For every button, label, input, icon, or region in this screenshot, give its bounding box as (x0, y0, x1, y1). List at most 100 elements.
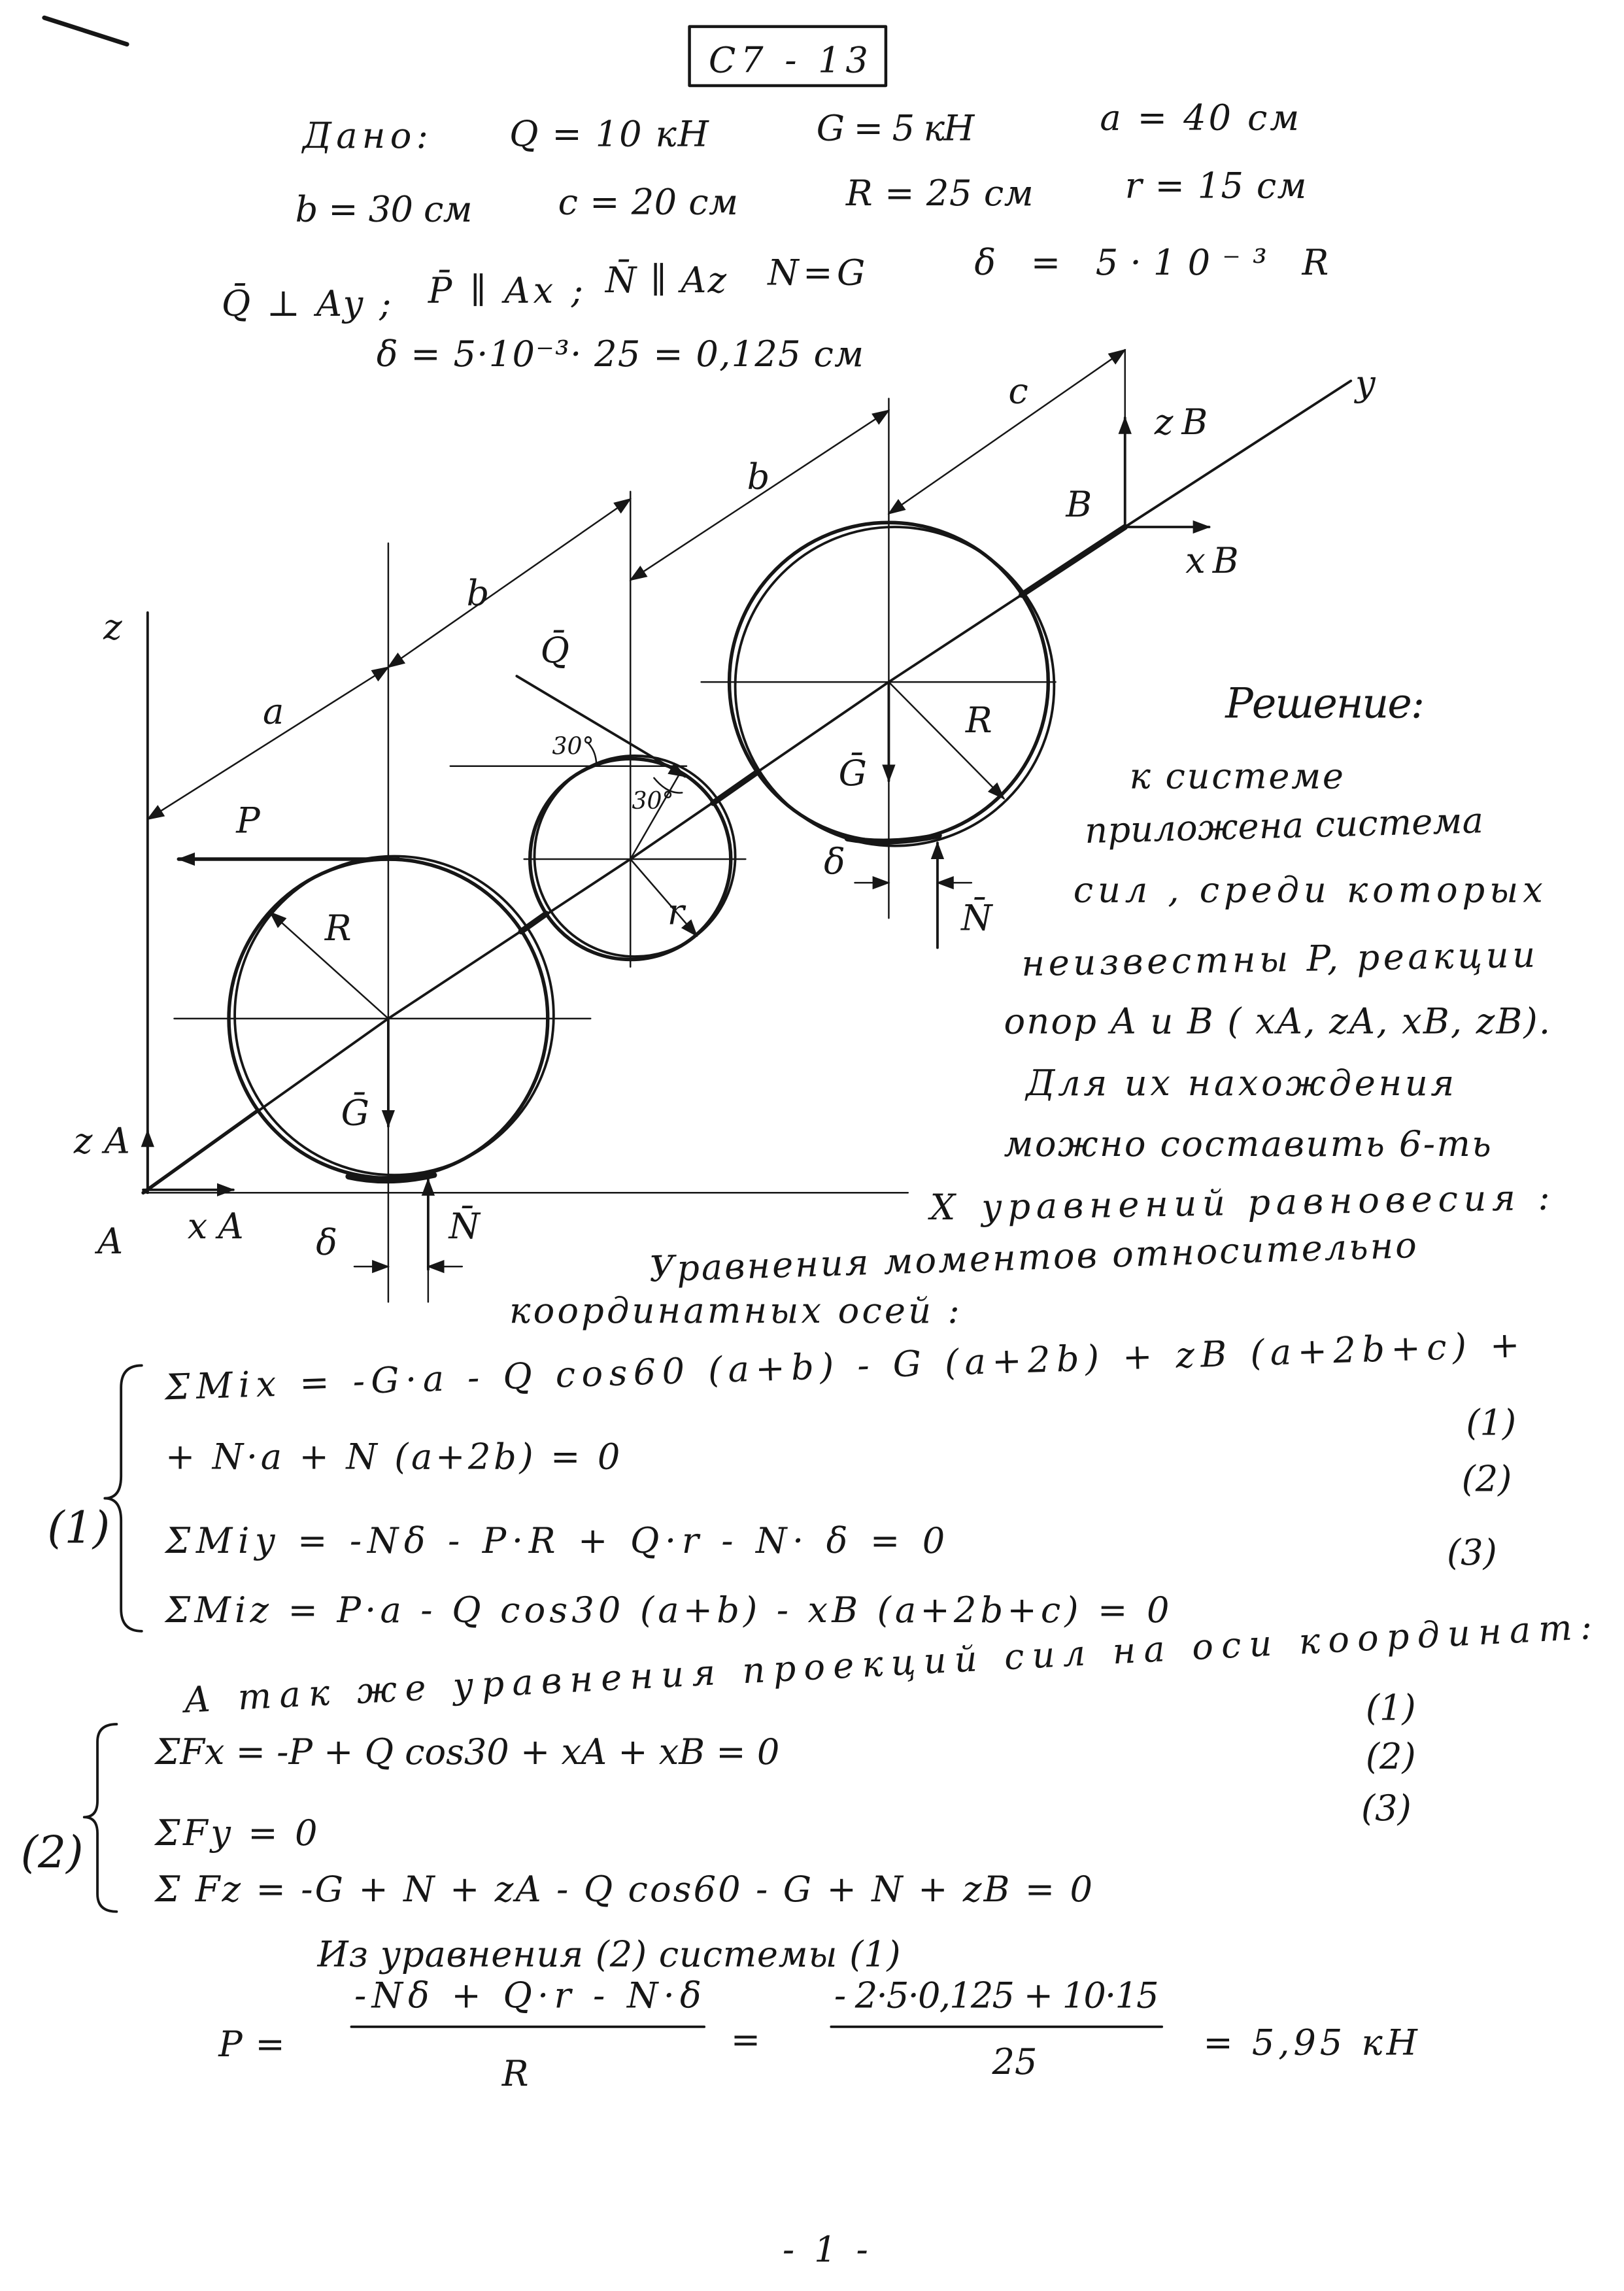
force-n-right-label: N̄ (960, 897, 993, 939)
force-q-arrow (515, 675, 686, 778)
point-b-label: B (1065, 484, 1092, 525)
moments-section: Уравнения моментов относительно координа… (47, 1225, 1520, 1633)
moment-eq-y: ΣMiy = -Nδ - P·R + Q·r - N· δ = 0 (164, 1520, 945, 1561)
force-g-right-label: Ḡ (839, 752, 867, 794)
intro-line-7: можно составить 6-ть (1004, 1123, 1491, 1164)
intro-line-3: сил , среди которых (1074, 869, 1543, 910)
wheel-middle-tangent-radius (630, 771, 682, 860)
wheel-left-contact (345, 1172, 437, 1184)
intro-line-4: неизвестны P, реакции (1021, 934, 1536, 985)
given-a: a = 40 см (1100, 97, 1299, 139)
moment-eq-z: ΣMiz = P·a - Q cos30 (a+b) - xB (a+2b+c)… (164, 1589, 1170, 1631)
result-numerator-1: -Nδ + Q·r - N·δ (354, 1975, 702, 2016)
wheel-right-radius (888, 681, 1006, 800)
wheel-left-radius-label: R (324, 908, 352, 949)
intro-line-2: приложена система (1084, 800, 1483, 851)
corner-mark (42, 15, 129, 47)
intro-line-8: уравнений равновесия : (979, 1177, 1550, 1228)
given-q: Q = 10 кН (509, 114, 710, 155)
offset-left-label: δ (316, 1222, 337, 1263)
projection-eq-y: ΣFy = 0 (154, 1812, 317, 1854)
shaft-segment-a (141, 1108, 260, 1195)
problem-id-box (688, 25, 888, 88)
page-number: -1- (783, 2229, 868, 2270)
dimension-a (146, 666, 390, 821)
system1-brace (103, 1364, 143, 1633)
force-n-left-label: N̄ (447, 1205, 481, 1247)
intro-line-6: Для их нахождения (1024, 1062, 1454, 1104)
system2-number-3: (3) (1361, 1788, 1412, 1829)
given-p-direction: P̄ ∥ Ax ; (428, 269, 583, 311)
solution-intro: Решение: к системе приложена система сил… (979, 679, 1550, 1228)
result-lhs: P = (218, 2024, 285, 2065)
given-big-r: R = 25 см (845, 173, 1034, 214)
intro-line-5: опор A и B ( xA, zA, xB, zB). (1004, 1000, 1551, 1042)
given-delta: δ = 5·10⁻³ R (974, 242, 1328, 283)
offset-right-label: δ (824, 841, 845, 883)
wheel-right-outline (734, 526, 1056, 847)
dimension-b2-label: b (747, 456, 770, 497)
intro-line-1: к системе (1130, 756, 1344, 797)
reaction-xa-label: xA (188, 1206, 244, 1247)
moment-eq-x: ΣMix = -G·a - Q cos60 (a+b) - G (a+2b) +… (163, 1324, 1520, 1408)
moment-eq-x-cont: + N·a + N (a+2b) = 0 (165, 1436, 620, 1477)
given-n-equals-g: N = G (766, 252, 865, 294)
system2-number-1: (1) (1366, 1687, 1416, 1728)
result-value: = 5,95 кН (1203, 2022, 1418, 2063)
result-section: Из уравнения (2) системы (1) P = -Nδ + Q… (218, 1933, 1418, 2094)
dimension-b1-label: b (467, 573, 490, 614)
dimension-b2 (629, 409, 890, 581)
moments-heading-2: координатных осей : (509, 1290, 960, 1331)
given-q-direction: Q̄ ⊥ Ay ; (222, 282, 392, 324)
given-delta-value: δ = 5·10⁻³· 25 = 0,125 см (377, 333, 864, 375)
system1-label: (1) (47, 1501, 110, 1553)
projection-eq-x: ΣFx = -P + Q cos30 + xA + xB = 0 (154, 1731, 779, 1773)
reaction-za-label: zA (73, 1120, 130, 1161)
moments-heading-1: Уравнения моментов относительно (649, 1225, 1417, 1290)
given-g: G = 5 кН (817, 107, 975, 148)
dimension-b1 (387, 498, 632, 668)
point-a-label: A (94, 1221, 123, 1262)
result-numerator-2: - 2·5·0,125 + 10·15 (834, 1975, 1159, 2016)
solution-heading: Решение: (1225, 679, 1425, 727)
given-n-direction: N̄ ∥ Az (604, 259, 727, 301)
from-equation-note: Из уравнения (2) системы (1) (317, 1933, 901, 1975)
shaft-segment-1 (518, 911, 550, 935)
system1-number-2: (2) (1462, 1458, 1512, 1499)
shaft-segment-b (1019, 524, 1128, 598)
result-denominator-1: R (501, 2053, 529, 2094)
wheel-left-outline (233, 855, 555, 1177)
reaction-xb-label: xB (1185, 540, 1238, 581)
given-b: b = 30 см (296, 189, 473, 230)
force-p-label: P (235, 800, 261, 841)
angle-arc-1 (586, 741, 598, 768)
given-c: c = 20 см (558, 181, 738, 222)
dimension-a-label: a (263, 690, 284, 732)
y-axis-label: y (1353, 363, 1376, 404)
wheel-left-radius (269, 911, 390, 1020)
force-q-label: Q̄ (540, 630, 569, 671)
projection-eq-z: Σ Fz = -G + N + zA - Q cos60 - G + N + z… (154, 1869, 1092, 1910)
wheel-right-contact (844, 832, 942, 845)
angle-1-label: 30° (552, 732, 594, 760)
x-axis-label: X (928, 1187, 957, 1228)
dimension-c-label: c (1008, 370, 1028, 411)
projections-section: А так же уравнения проекций сил на оси к… (21, 1606, 1593, 1913)
z-axis-label: z (103, 607, 122, 648)
given-label: Дано: (301, 115, 428, 156)
shaft-segment-2 (710, 769, 760, 806)
force-g-left-label: Ḡ (341, 1091, 369, 1133)
wheel-middle-radius-label: r (668, 891, 686, 932)
system2-label: (2) (21, 1826, 84, 1878)
angle-arc-2 (653, 777, 683, 794)
wheel-right-radius-label: R (965, 700, 992, 741)
result-denominator-2: 25 (991, 2041, 1037, 2082)
result-equals: = (731, 2019, 760, 2060)
problem-id: С7 - 13 (709, 40, 868, 81)
wheel-middle-radius (630, 858, 698, 938)
system2-brace (82, 1723, 118, 1913)
dimension-c (887, 348, 1126, 515)
angle-2-label: 30° (632, 787, 674, 815)
given-block: Дано: Q = 10 кН G = 5 кН a = 40 см b = 3… (222, 97, 1329, 375)
